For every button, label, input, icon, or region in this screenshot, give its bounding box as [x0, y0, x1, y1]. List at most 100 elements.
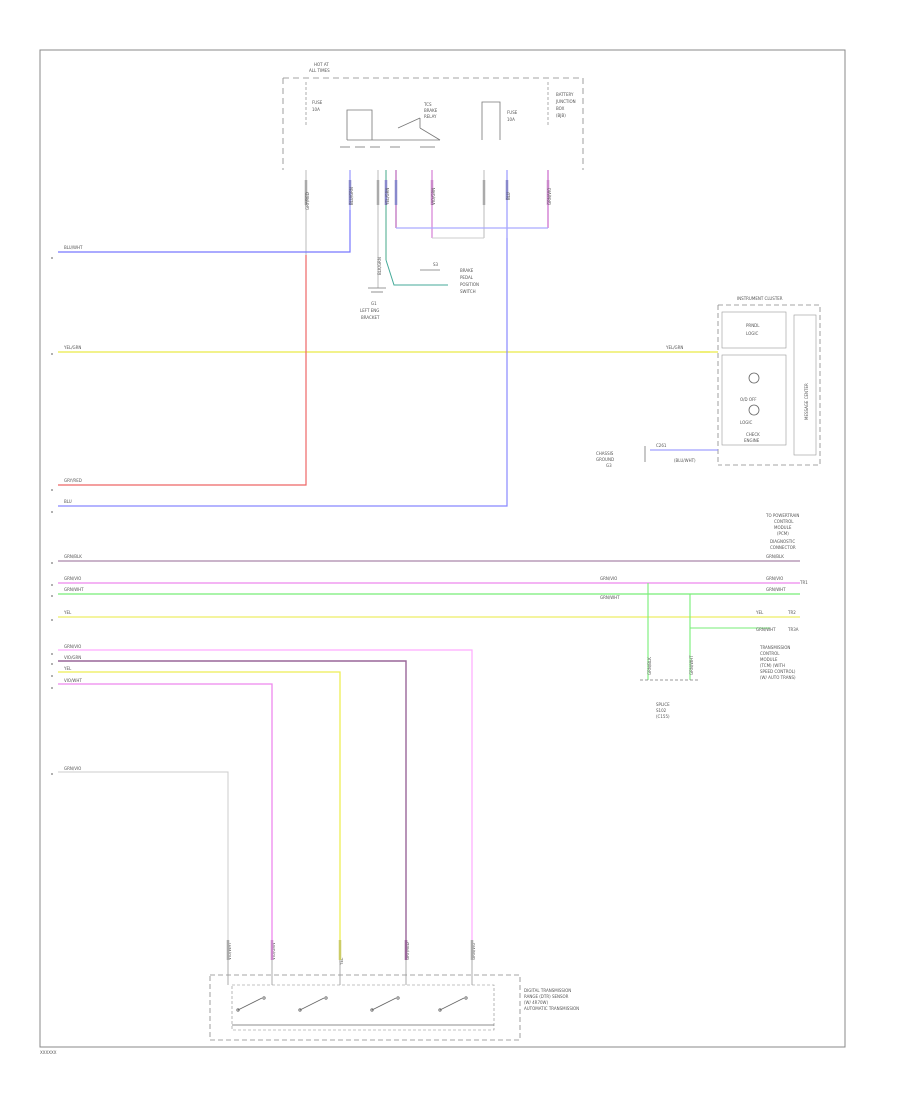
wire-label: VIO/WHT: [227, 942, 232, 960]
connector-c261-color: (BLU/WHT): [674, 458, 696, 463]
wire-label: BLK/GRN: [377, 257, 382, 275]
wire-label: BLU/GRN: [349, 187, 354, 205]
splice-s102-label-3: (C155): [656, 714, 670, 719]
cluster-item-prndl: PRNDL: [746, 323, 760, 328]
wire-label: GRN/WHT: [600, 595, 620, 600]
wire-label: GRN/VIO: [547, 188, 552, 205]
wire-label: GRN/VIO: [600, 576, 617, 581]
left-wire-labels: BLU/WHT YEL/GRN GRY/RED BLU GRN/BLK GRN/…: [63, 245, 84, 771]
wire-label: BLU: [64, 499, 72, 504]
wire-label: GRN/WHT: [756, 627, 776, 632]
bjb-label-2: JUNCTION: [555, 99, 576, 104]
fuse-b-label-2: 10A: [507, 117, 515, 122]
wire-label: YEL: [63, 666, 72, 671]
chassis-ground-2: GROUND: [596, 457, 614, 462]
wire-label: YEL/GRN: [63, 345, 81, 350]
wire-label: GRN/VIO: [766, 576, 783, 581]
footer-code: XXXXXX: [40, 1050, 57, 1055]
splice-s102: SPLICE S102 (C155): [640, 679, 700, 719]
cluster-item-check: CHECK: [746, 432, 760, 437]
cluster-message-center: MESSAGE CENTER: [804, 383, 809, 420]
ground-g1: G1 LEFT ENG BRACKET: [360, 287, 386, 320]
splice-s102-label-1: SPLICE: [656, 702, 670, 707]
tcm-label-6: (W/ AUTO TRANS): [760, 675, 796, 680]
fuse-box-title-2: ALL TIMES: [309, 68, 330, 73]
wire-label: GRN/WHT: [64, 587, 84, 592]
dtr-sensor: DIGITAL TRANSMISSION RANGE (DTR) SENSOR …: [209, 940, 579, 1041]
wire-label: GRN/VIO: [64, 766, 81, 771]
wire-label: GRN/BLK: [647, 657, 652, 675]
wire-label: VIO/GRN: [64, 655, 81, 660]
wire-label: GRN/VIO: [64, 644, 81, 649]
wire-label: GRY/RED: [305, 192, 310, 210]
chassis-ground-g3: C261 (BLU/WHT) CHASSIS GROUND G3: [596, 443, 718, 468]
bpp-label-2: PEDAL: [460, 275, 474, 280]
pcm-label-5: DIAGNOSTIC: [770, 539, 795, 544]
tcm-labels: TRANSMISSION CONTROL MODULE (TCM) (WITH …: [759, 645, 796, 680]
tcm-label-5: SPEED CONTROL): [760, 669, 796, 674]
cluster-item-od-off: O/D OFF: [740, 397, 757, 402]
relay-label-1: TCS: [423, 102, 432, 107]
wire-label: VIO/WHT: [64, 678, 82, 683]
bjb-label-1: BATTERY: [556, 92, 574, 97]
pin-label: TR3A: [787, 627, 799, 632]
bpp-label-3: POSITION: [460, 282, 479, 287]
wire-label: BLU/WHT: [64, 245, 83, 250]
battery-junction-box: HOT AT ALL TIMES FUSE 10A TCS BRAKE RELA…: [282, 62, 584, 170]
diagram-border: [39, 49, 846, 1048]
fuse-a-label-2: 10A: [312, 107, 320, 112]
tcm-label-3: MODULE: [760, 657, 778, 662]
instrument-cluster: INSTRUMENT CLUSTER PRNDL LOGIC O/D OFF L…: [700, 296, 821, 466]
dtr-label-4: AUTOMATIC TRANSMISSION: [524, 1006, 579, 1011]
left-pin-markers: [51, 257, 53, 775]
right-wire-labels: YEL/GRN GRN/BLK GRN/VIO GRN/WHT GRN/VIO …: [600, 345, 808, 632]
fuse-box-title-1: HOT AT: [314, 62, 329, 67]
relay-label-2: BRAKE: [424, 108, 438, 113]
fuse-box-connectors: [304, 170, 550, 288]
bpp-label-1: BRAKE: [460, 268, 474, 273]
wire-label: YEL: [755, 610, 764, 615]
wire-label: VIO/GRN: [431, 188, 436, 205]
cluster-item-logic-1: LOGIC: [746, 331, 759, 336]
splice-s3: S3: [433, 262, 439, 267]
vertical-wire-labels: GRY/RED BLU/GRN BLK/GRN YEL/GRN BLU VIO/…: [227, 187, 694, 966]
chassis-ground-1: CHASSIS: [596, 451, 614, 456]
tcm-label-1: TRANSMISSION: [759, 645, 790, 650]
fuse-b-label-1: FUSE: [507, 110, 518, 115]
tcm-label-2: CONTROL: [760, 651, 780, 656]
dtr-label-3: (W/ 4R70W): [524, 1000, 549, 1005]
brake-pedal-switch: S3 BRAKE PEDAL POSITION SWITCH: [385, 259, 479, 294]
pcm-label-6: CONNECTOR: [770, 545, 796, 550]
wire-label: GRN/WHT: [766, 587, 786, 592]
cluster-item-engine: ENGINE: [744, 438, 760, 443]
pin-label: TR2: [787, 610, 796, 615]
wire-label: VIO/GRN: [271, 943, 276, 960]
ground-g1-desc-1: LEFT ENG: [360, 308, 379, 313]
pcm-label-3: MODULE: [774, 525, 792, 530]
bjb-label-4: (BJB): [556, 113, 566, 118]
ground-g1-desc-2: BRACKET: [361, 315, 380, 320]
cluster-title: INSTRUMENT CLUSTER: [737, 296, 783, 301]
pin-label: TR1: [799, 580, 808, 585]
indicator-lamp-icon: [748, 404, 760, 416]
wire-bus: [58, 210, 800, 940]
wire-label: GRN/VIO: [64, 576, 81, 581]
wire-label: GRN/BLK: [766, 554, 784, 559]
fuse-a-label-1: FUSE: [312, 100, 323, 105]
wire-label: YEL: [339, 957, 344, 966]
pcm-label-2: CONTROL: [774, 519, 794, 524]
relay-label-3: RELAY: [424, 114, 437, 119]
dtr-label-2: RANGE (DTR) SENSOR: [524, 994, 569, 999]
wire-label: GRN/WHT: [689, 655, 694, 675]
wire-label: GRY/RED: [405, 942, 410, 960]
connector-c261: C261: [656, 443, 667, 448]
bjb-label-3: BOX: [556, 106, 565, 111]
bpp-label-4: SWITCH: [460, 289, 476, 294]
pcm-module-labels: TO POWERTRAIN CONTROL MODULE (PCM) DIAGN…: [765, 513, 799, 550]
wire-label: YEL/GRN: [385, 188, 390, 206]
wire-label: BLU: [506, 192, 511, 200]
splice-s102-label-2: S102: [656, 708, 667, 713]
cluster-item-logic-2: LOGIC: [740, 420, 753, 425]
ground-g1-label: G1: [371, 301, 377, 306]
